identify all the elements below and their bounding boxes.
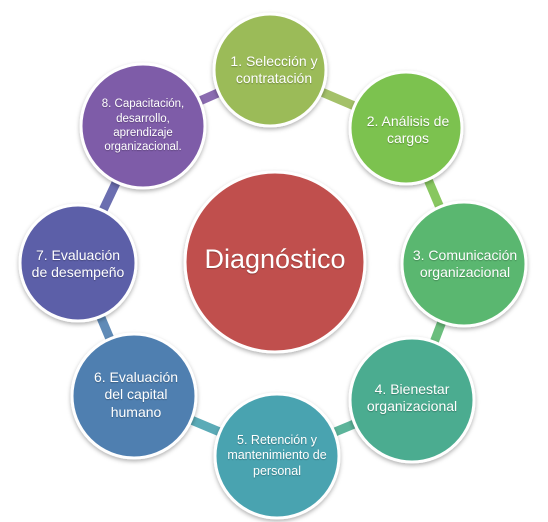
node-label-capital: 6. Evaluación del capital humano <box>93 368 179 420</box>
node-label-retencion: 5. Retención y mantenimiento de personal <box>227 432 327 478</box>
center-circle <box>183 170 367 354</box>
node-label-analisis: 2. Análisis de cargos <box>366 112 450 147</box>
node-label-capacitacion: 8. Capacitación, desarrollo, aprendizaje… <box>101 98 185 154</box>
node-label-comunicacion: 3. Comunicación organizacional <box>412 246 518 281</box>
node-circle-analisis <box>348 70 464 186</box>
node-circle-capacitacion <box>79 62 207 190</box>
node-label-seleccion: 1. Selección y contratación <box>230 52 318 87</box>
node-circle-retencion <box>213 392 341 520</box>
node-circle-comunicacion <box>400 200 528 328</box>
node-circle-bienestar <box>348 336 476 464</box>
node-circle-capital <box>70 332 198 460</box>
node-label-bienestar: 4. Bienestar organizacional <box>366 380 458 415</box>
node-label-desempeno: 7. Evaluación de desempeño <box>31 246 125 281</box>
node-circle-desempeno <box>18 203 138 323</box>
node-circle-seleccion <box>212 12 328 128</box>
center-label: Diagnóstico <box>204 244 346 275</box>
